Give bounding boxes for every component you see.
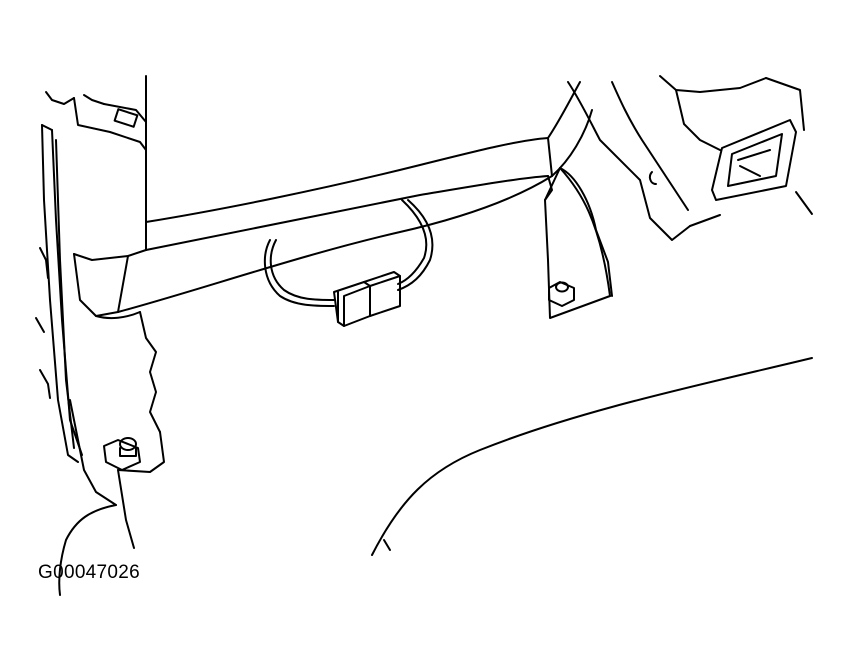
right-bracket xyxy=(544,167,613,319)
upper-right-dash xyxy=(567,75,813,241)
kick-panel-edges xyxy=(58,311,165,596)
small-curve-mark xyxy=(648,171,657,185)
figure-id-label: G00047026 xyxy=(38,562,141,583)
air-vent xyxy=(711,119,797,201)
lower-left-bolt xyxy=(103,437,141,471)
trim-clip xyxy=(113,108,139,128)
wiring-harness xyxy=(263,199,434,307)
floor-contour xyxy=(371,357,813,556)
column-cover xyxy=(73,75,147,251)
wiring-connector xyxy=(333,271,401,327)
left-pillar-trim xyxy=(35,91,117,506)
knee-bolster-panel xyxy=(73,81,593,320)
right-bracket-bolt xyxy=(548,281,575,307)
